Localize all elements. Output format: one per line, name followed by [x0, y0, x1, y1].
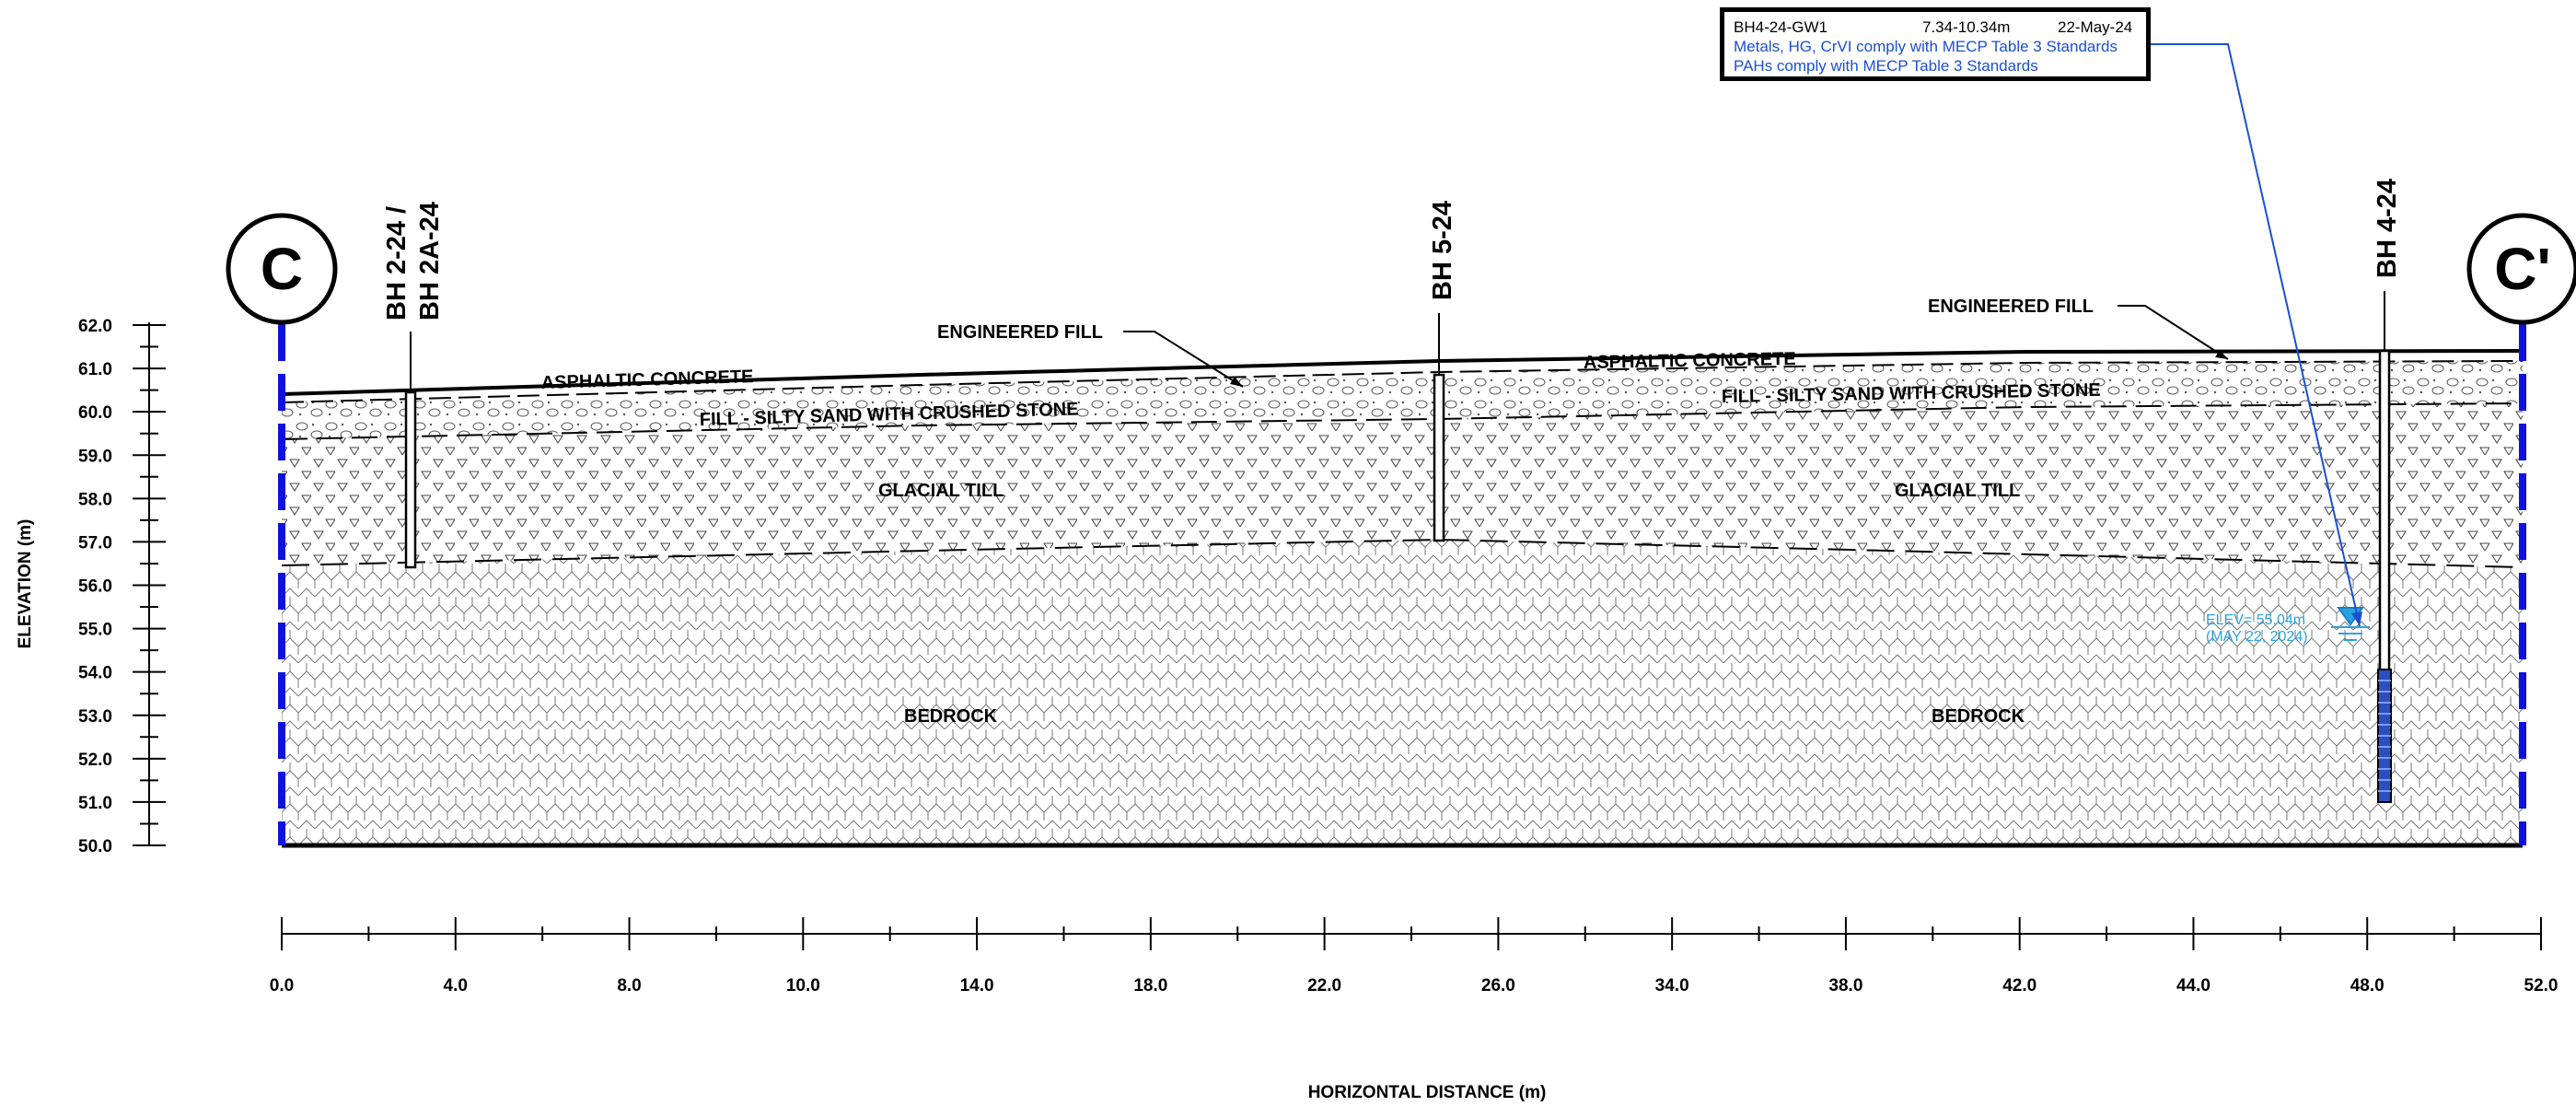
analysis-note-box: BH4-24-GW1 7.34-10.34m 22-May-24 Metals,…: [1720, 7, 2151, 81]
borehole-bh2-24-label-2: BH 2A-24: [415, 202, 445, 320]
bedrock-label-right: BEDROCK: [1932, 706, 2025, 727]
section-marker-right: C': [2466, 213, 2576, 325]
bedrock-label-left: BEDROCK: [904, 706, 998, 727]
x-tick-label: 52.0: [2524, 976, 2559, 995]
borehole-bh4-24: BH 4-24: [2373, 179, 2402, 803]
y-tick-label: 54.0: [78, 664, 112, 683]
note-sample-id: BH4-24-GW1: [1734, 18, 1828, 36]
note-leader-line: [2151, 43, 2361, 627]
x-tick-label: 42.0: [2002, 976, 2036, 995]
till-label-left: GLACIAL TILL: [878, 481, 1004, 501]
glacial-till-layer: [282, 403, 2523, 567]
borehole-bh5-24-label: BH 5-24: [1428, 201, 1457, 300]
y-tick-label: 55.0: [78, 621, 112, 640]
y-tick-label: 50.0: [78, 837, 112, 856]
eng-fill-leader-left: [1123, 331, 1244, 388]
eng-fill-label-right: ENGINEERED FILL: [1928, 297, 2094, 317]
x-tick-label: 18.0: [1133, 976, 1167, 995]
bedrock-layer: [282, 540, 2523, 845]
section-marker-left-label: C: [261, 236, 303, 302]
note-metals-result: Metals, HG, CrVI comply with MECP Table …: [1734, 38, 2118, 55]
x-axis: 0.0 4.0 8.0 10.0 14.0 18.0 22.0 26.0 34.0 38.0 42.…: [270, 917, 2559, 1102]
x-axis-label: HORIZONTAL DISTANCE (m): [1308, 1083, 1547, 1102]
x-tick-label: 8.0: [617, 976, 641, 995]
water-level-elev: ELEV= 55.04m: [2206, 612, 2305, 628]
x-tick-label: 26.0: [1481, 976, 1515, 995]
x-tick-label: 10.0: [786, 976, 820, 995]
note-pahs-result: PAHs comply with MECP Table 3 Standards: [1734, 57, 2038, 75]
fill-layer: [282, 361, 2523, 439]
y-tick-label: 51.0: [78, 794, 112, 813]
borehole-bh5-24: BH 5-24: [1428, 201, 1457, 542]
y-tick-label: 52.0: [78, 751, 112, 770]
x-tick-label: 34.0: [1655, 976, 1689, 995]
note-depth: 7.34-10.34m: [1922, 18, 2011, 36]
x-tick-label: 14.0: [960, 976, 994, 995]
till-label-right: GLACIAL TILL: [1895, 481, 2020, 501]
y-tick-label: 57.0: [78, 533, 112, 553]
y-tick-label: 53.0: [78, 707, 112, 727]
y-axis: 62.0 61.0 60.0 59.0 58.0 57.0 56.0 55.0 54.0 53.0…: [16, 317, 166, 856]
x-tick-label: 0.0: [270, 976, 294, 995]
borehole-bh4-24-label: BH 4-24: [2373, 179, 2402, 278]
asphalt-label-right: ASPHALTIC CONCRETE: [1584, 349, 1796, 373]
borehole-bh2-24: BH 2-24 / BH 2A-24: [382, 202, 445, 569]
x-tick-label: 48.0: [2350, 976, 2385, 995]
note-date: 22-May-24: [2058, 18, 2133, 36]
eng-fill-leader-right: [2118, 305, 2229, 360]
x-tick-label: 44.0: [2176, 976, 2210, 995]
section-marker-right-label: C': [2494, 236, 2550, 302]
y-tick-label: 58.0: [78, 490, 112, 509]
x-tick-label: 38.0: [1828, 976, 1862, 995]
y-tick-label: 61.0: [78, 360, 112, 379]
eng-fill-label-left: ENGINEERED FILL: [937, 322, 1103, 343]
water-level-date: (MAY 22, 2024): [2206, 629, 2308, 645]
y-tick-label: 56.0: [78, 577, 112, 597]
water-level-marker: ELEV= 55.04m (MAY 22, 2024): [2206, 607, 2370, 645]
x-tick-label: 4.0: [444, 976, 468, 995]
x-tick-label: 22.0: [1307, 976, 1341, 995]
y-axis-label: ELEVATION (m): [16, 519, 35, 649]
borehole-bh2-24-label-1: BH 2-24 /: [382, 206, 412, 320]
y-tick-label: 59.0: [78, 447, 112, 466]
y-tick-label: 60.0: [78, 403, 112, 423]
y-tick-label: 62.0: [78, 317, 112, 336]
section-marker-left: C: [226, 213, 338, 325]
till-base-line: [281, 538, 2524, 568]
